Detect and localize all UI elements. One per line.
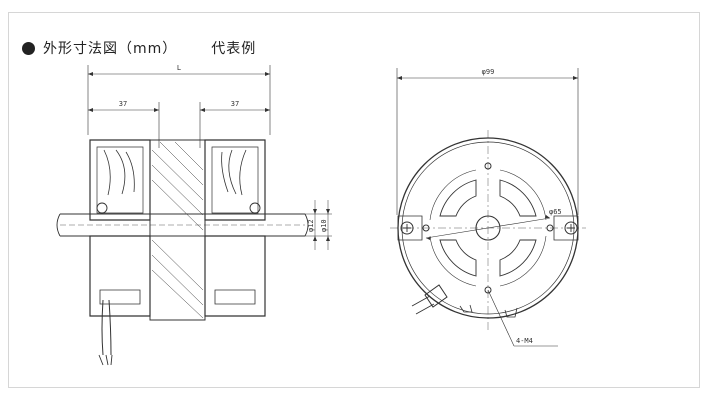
mount-holes-label: 4-M4	[516, 337, 533, 345]
diagram-subtitle: 代表例	[211, 41, 257, 57]
bolt-circle-label: φ65	[549, 208, 562, 216]
diagram-title: 外形寸法図（mm）	[43, 41, 178, 57]
left-37-label: 37	[119, 100, 127, 108]
diagram-frame	[8, 12, 700, 388]
shaft-phi12-label: φ12	[307, 219, 315, 232]
outer-diameter-label: φ99	[482, 68, 495, 76]
side-view	[56, 65, 332, 366]
front-view	[390, 68, 586, 347]
bullet-icon	[22, 41, 35, 55]
diagram-header: 外形寸法図（mm） 代表例	[22, 38, 256, 58]
right-37-label: 37	[231, 100, 239, 108]
overall-length-label: L	[177, 64, 181, 72]
shaft-phi10-label: φ10	[320, 219, 328, 232]
